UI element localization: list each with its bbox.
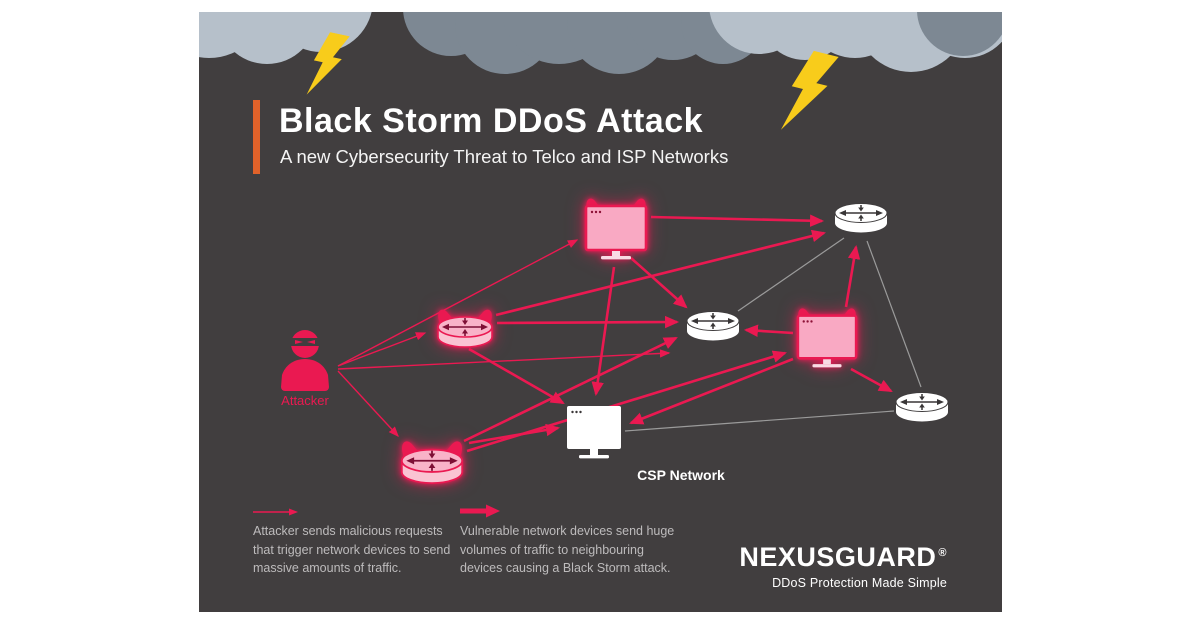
legend-item-attack-traffic: Vulnerable network devices send huge vol… [460,524,675,575]
csp-computer-icon [567,406,621,459]
lightning-bolt-large-icon [780,50,839,130]
page-title: Black Storm DDoS Attack [279,102,704,140]
router-bottom-right-icon [895,392,949,422]
attack-traffic-links [463,214,893,453]
brand-block: NEXUSGUARD® DDoS Protection Made Simple [739,544,947,591]
lightning-bolt-small-icon [306,32,350,95]
malicious-request-links [337,239,671,438]
attacker-label: Attacker [281,393,329,408]
brand-tagline: DDoS Protection Made Simple [772,576,947,590]
title-accent-bar [253,100,260,174]
logo-text: NEXUSGUARD [739,542,937,572]
legend-thin-arrow-icon [253,508,298,516]
router-top-right-icon [834,203,888,233]
legend-thick-arrow-icon [460,504,500,518]
infected-router-2-icon [400,441,464,484]
infographic-panel: Black Storm DDoS Attack A new Cybersecur… [199,12,1002,612]
router-center-icon [686,311,740,341]
nexusguard-logo: NEXUSGUARD® [739,544,947,571]
normal-network-links [624,237,922,432]
infected-computer-2-icon [796,308,858,368]
network-links [337,214,922,453]
csp-network-label: CSP Network [637,467,725,483]
registered-mark: ® [938,547,947,559]
attacker-icon [281,330,329,391]
infected-router-1-icon [437,309,493,348]
legend-item-malicious-requests: Attacker sends malicious requests that t… [253,524,451,575]
infected-computer-1-icon [584,198,648,260]
page-subtitle: A new Cybersecurity Threat to Telco and … [280,146,729,167]
